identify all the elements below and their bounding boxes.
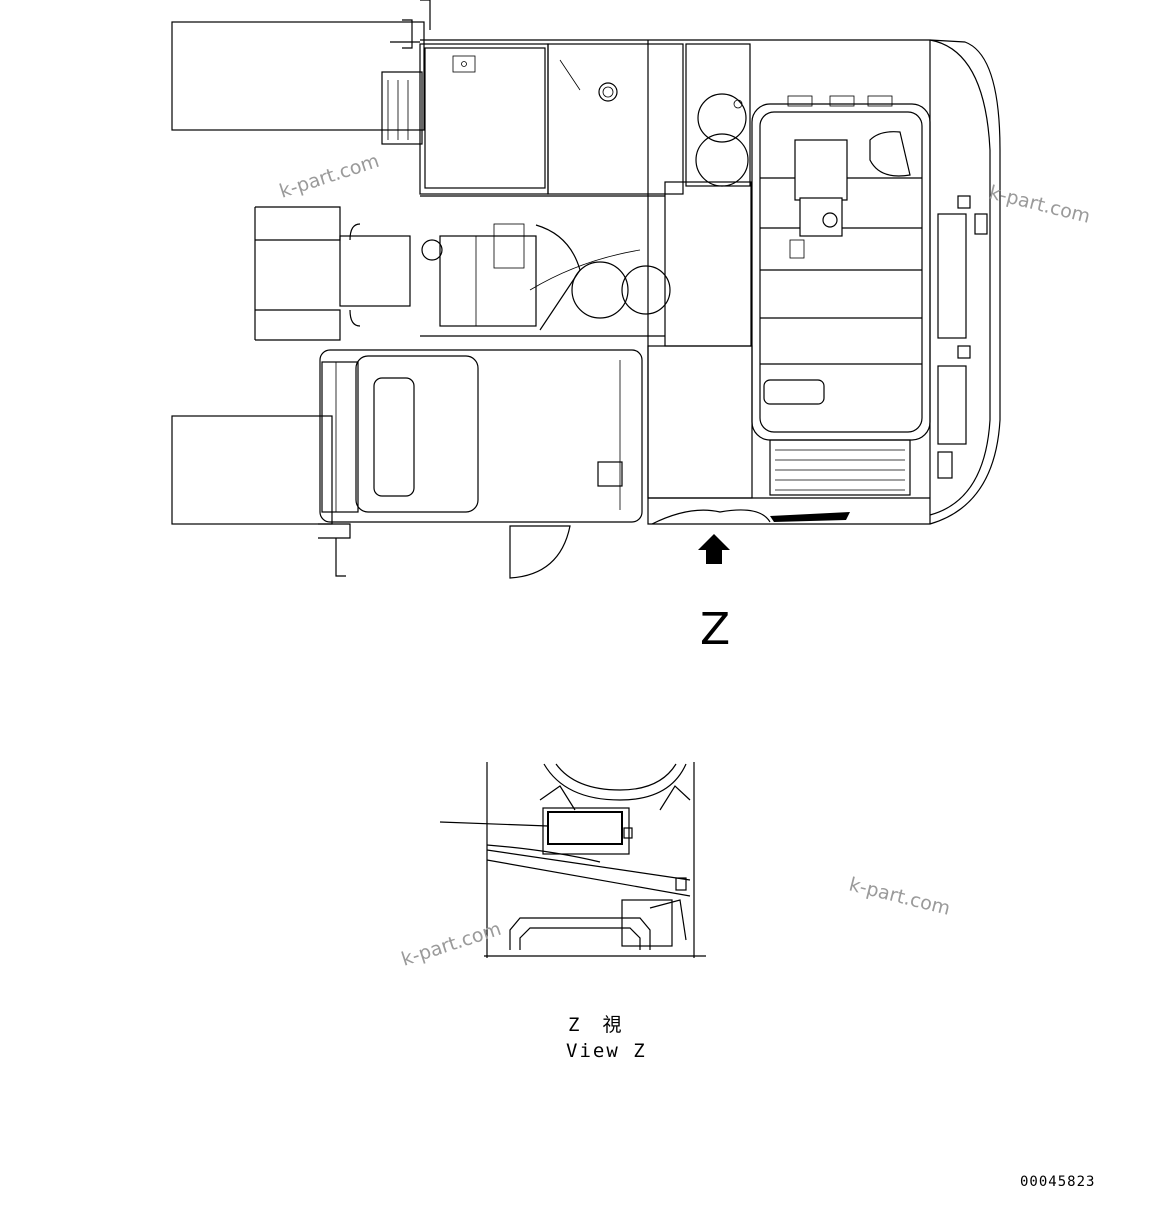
document-number: 00045823	[1020, 1174, 1095, 1190]
view-direction-arrow-icon	[698, 534, 730, 564]
label-plate	[547, 811, 623, 845]
leader-line	[439, 821, 549, 827]
watermark: k-part.com	[847, 874, 953, 920]
caption-line-2: View Z	[566, 1040, 647, 1062]
watermark: k-part.com	[399, 918, 504, 971]
lower-track	[171, 415, 333, 525]
upper-structure-outline	[420, 39, 1001, 525]
cab	[419, 43, 549, 195]
caption-line-1: Z 視	[568, 1014, 623, 1036]
view-marker-letter: Z	[700, 604, 730, 655]
upper-track	[171, 21, 425, 131]
view-z-detail	[439, 762, 706, 958]
watermark: k-part.com	[987, 182, 1093, 228]
top-view-machine	[171, 0, 1001, 579]
floor-plate	[319, 349, 643, 523]
watermark: k-part.com	[277, 150, 382, 203]
